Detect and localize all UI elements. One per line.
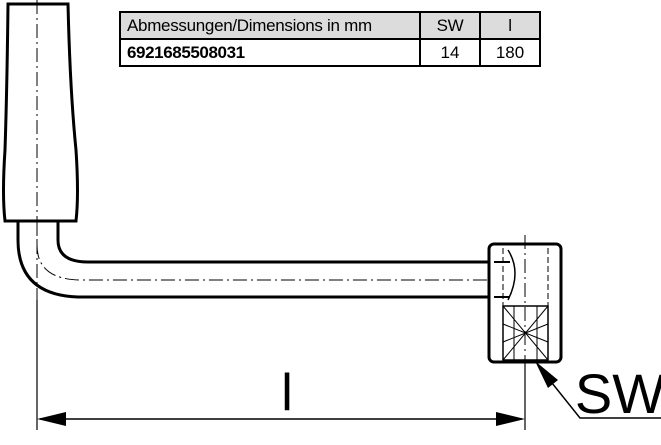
handle-grip bbox=[2, 2, 79, 223]
dimensions-table: Abmessungen/Dimensions in mm SW l 692168… bbox=[119, 11, 541, 67]
header-dimensions: Abmessungen/Dimensions in mm bbox=[119, 11, 421, 40]
cell-article-number: 6921685508031 bbox=[119, 38, 421, 67]
sw-label: SW bbox=[575, 362, 661, 425]
sw-leader-line bbox=[539, 367, 661, 419]
cell-sw: 14 bbox=[419, 38, 481, 67]
header-sw: SW bbox=[419, 11, 481, 40]
dim-arrow-left bbox=[37, 412, 66, 426]
socket-inner-contour bbox=[507, 249, 516, 301]
hex-section bbox=[502, 305, 549, 361]
table-header-row: Abmessungen/Dimensions in mm SW l bbox=[119, 11, 541, 40]
sw-leader-arrow bbox=[535, 361, 558, 388]
cell-l: 180 bbox=[479, 38, 541, 67]
header-l: l bbox=[479, 11, 541, 40]
dim-label-l: l bbox=[281, 364, 293, 422]
shaft-centerline bbox=[36, 221, 545, 281]
table-row: 6921685508031 14 180 bbox=[119, 38, 541, 67]
shaft-outer bbox=[16, 221, 494, 299]
hex-hatching bbox=[502, 305, 549, 361]
dim-arrow-right bbox=[496, 412, 525, 426]
shaft-inner bbox=[56, 221, 494, 264]
